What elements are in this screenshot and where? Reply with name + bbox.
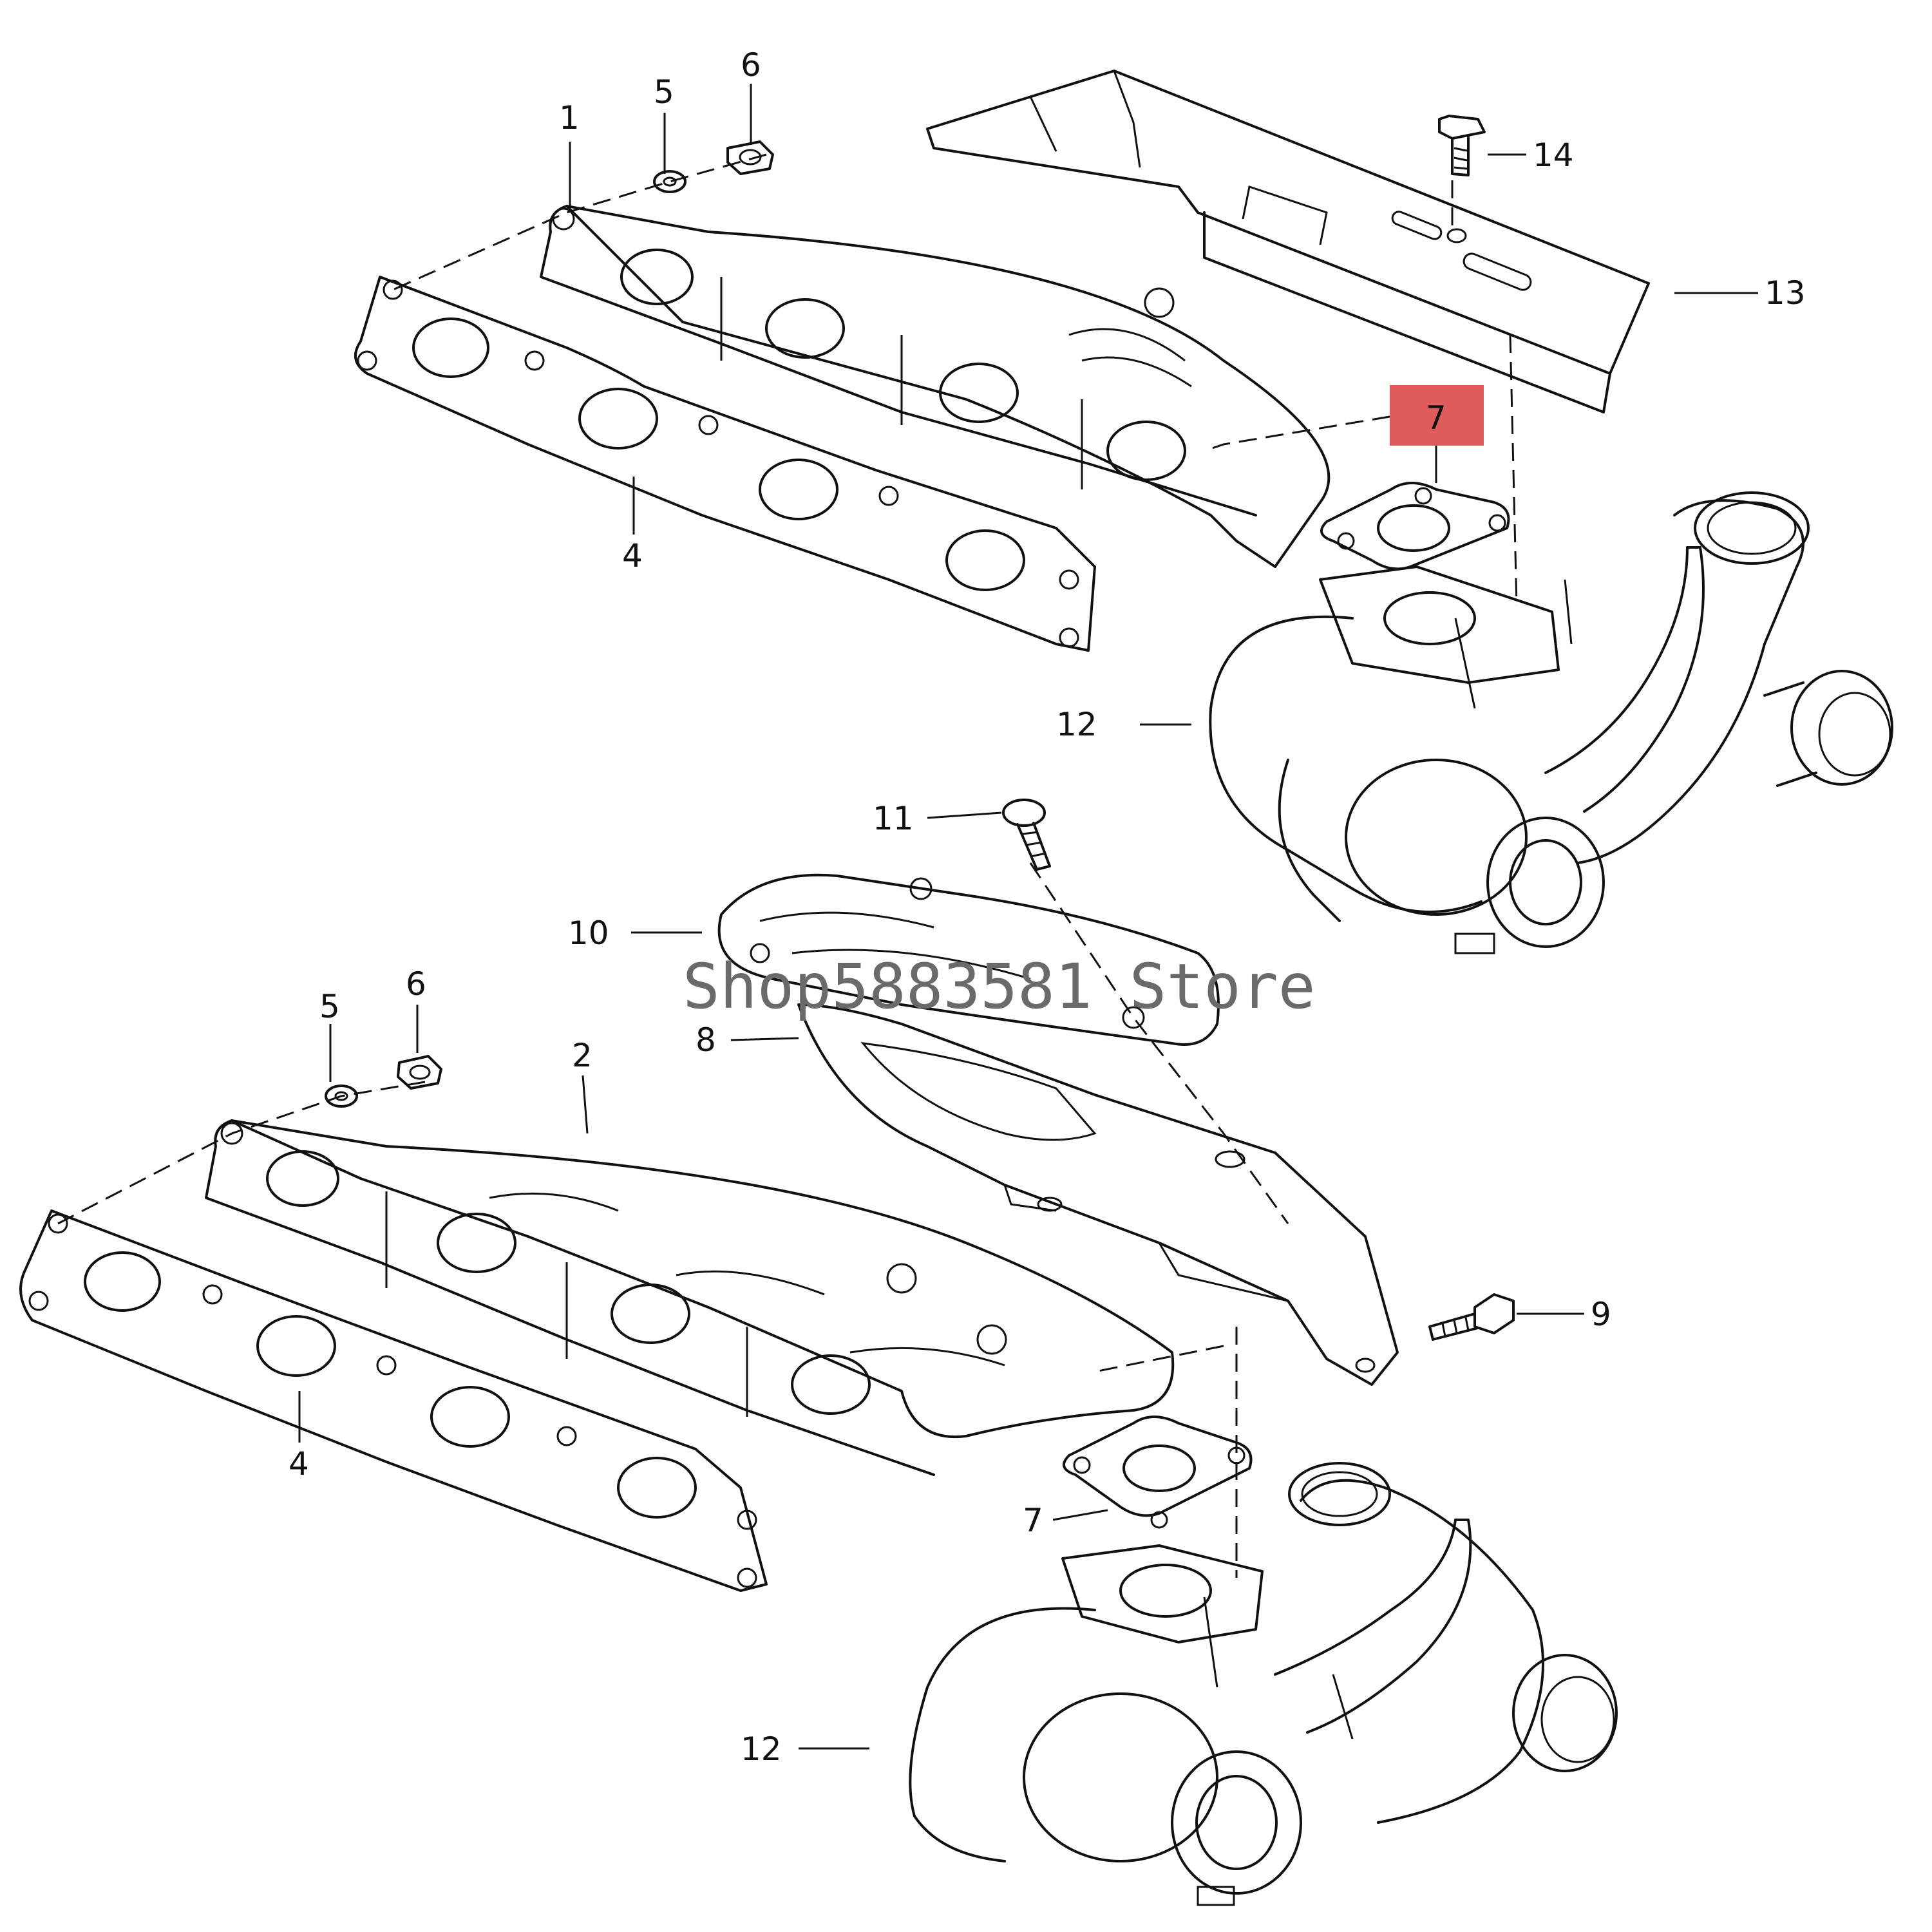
callout-13: 13 bbox=[1765, 274, 1806, 312]
bolt-9 bbox=[1428, 1293, 1515, 1341]
callout-5-lower: 5 bbox=[319, 988, 340, 1025]
callout-11: 11 bbox=[873, 800, 914, 837]
exhaust-manifold-lower bbox=[205, 1119, 1175, 1476]
callout-4-lower: 4 bbox=[289, 1445, 309, 1482]
callout-8: 8 bbox=[696, 1021, 716, 1059]
highlight-box bbox=[1390, 385, 1484, 446]
manifold-gasket-lower bbox=[19, 1209, 768, 1592]
manifold-gasket-upper bbox=[354, 276, 1096, 652]
heat-shield-10 bbox=[717, 873, 1220, 1046]
heat-shield-upper bbox=[926, 70, 1650, 413]
washer-nut-lower bbox=[325, 1055, 442, 1108]
callout-7-upper: 7 bbox=[1426, 399, 1446, 437]
callout-5-upper: 5 bbox=[654, 73, 674, 111]
turbocharger-lower bbox=[909, 1462, 1618, 1906]
callout-1: 1 bbox=[559, 99, 580, 137]
callout-7-lower: 7 bbox=[1023, 1502, 1043, 1539]
callout-2: 2 bbox=[572, 1037, 592, 1074]
leader-lines bbox=[298, 84, 1758, 1750]
callout-10: 10 bbox=[568, 914, 609, 952]
callout-6-lower: 6 bbox=[406, 965, 426, 1003]
store-watermark: Shop5883581 Store bbox=[683, 951, 1316, 1023]
callout-4-upper: 4 bbox=[622, 537, 643, 574]
washer-nut-upper bbox=[653, 140, 774, 193]
turbocharger-upper bbox=[1209, 491, 1893, 954]
callout-labels: 1 5 6 4 14 13 7 12 11 10 8 2 5 6 4 9 7 1… bbox=[289, 46, 1806, 1768]
callout-12-upper: 12 bbox=[1056, 706, 1097, 743]
turbo-flange-gasket-upper bbox=[1320, 482, 1510, 571]
turbo-flange-gasket-lower bbox=[1063, 1416, 1253, 1529]
bolt-14 bbox=[1438, 115, 1486, 176]
assembly-dash-lines bbox=[57, 153, 1518, 1578]
exhaust-manifold-upper bbox=[540, 205, 1331, 568]
bolt-11 bbox=[1002, 799, 1051, 871]
callout-12-lower: 12 bbox=[741, 1730, 782, 1768]
heat-shield-8 bbox=[797, 1003, 1399, 1386]
callout-9: 9 bbox=[1591, 1296, 1611, 1333]
callout-6-upper: 6 bbox=[741, 46, 761, 84]
callout-14: 14 bbox=[1533, 137, 1574, 174]
